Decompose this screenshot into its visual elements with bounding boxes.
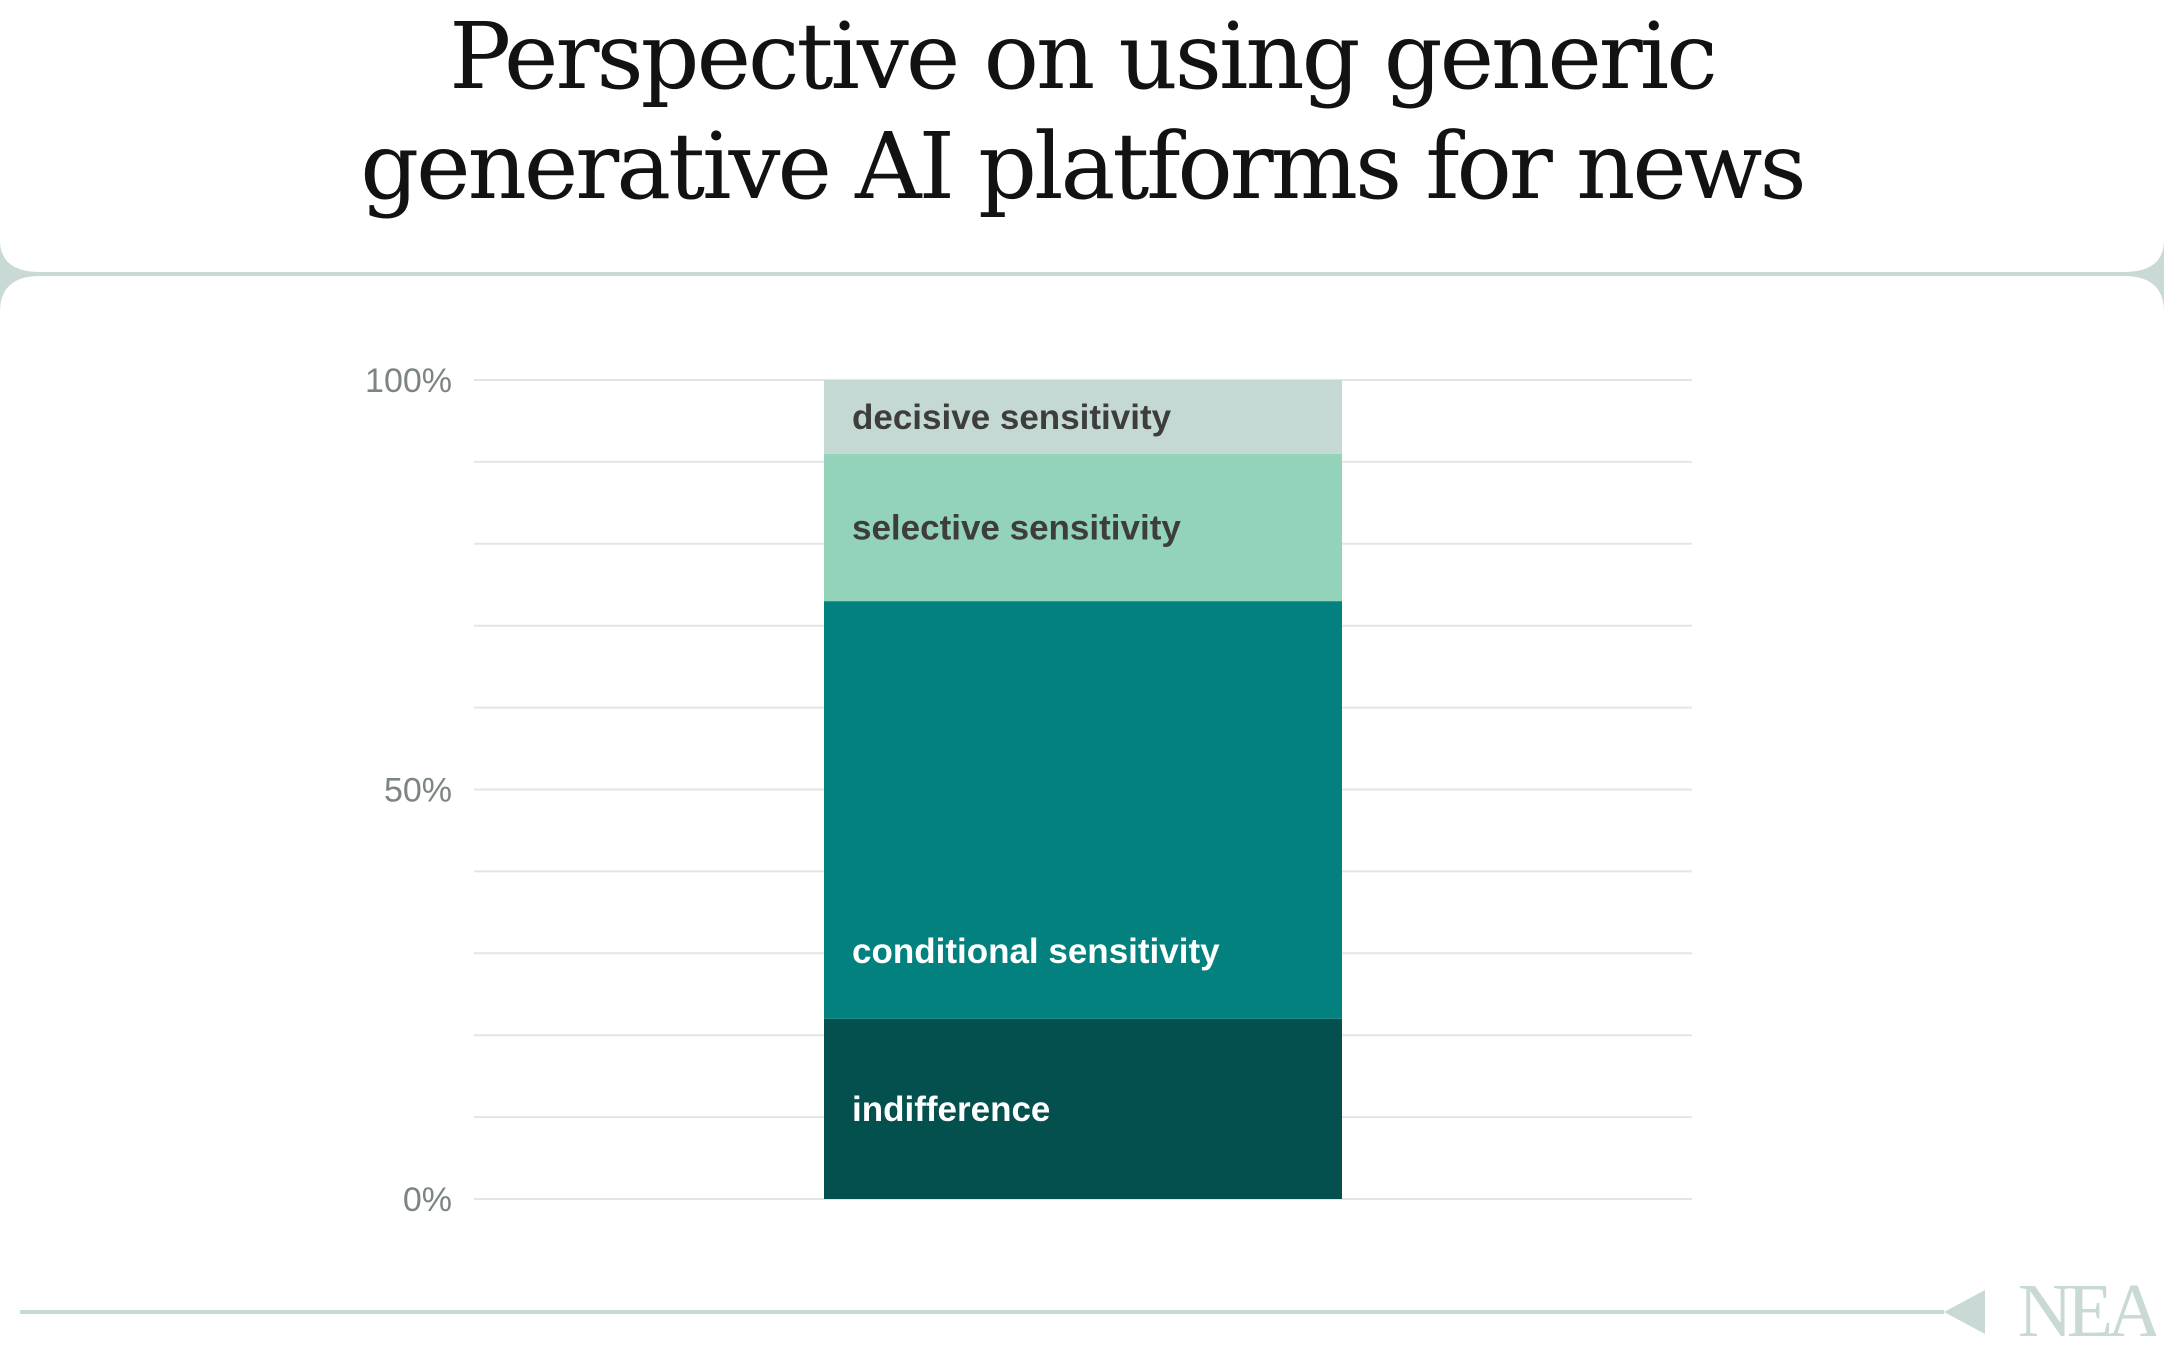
bar-segment-indifference [824, 1018, 1342, 1199]
bar-segments [824, 380, 1342, 1199]
y-tick-label: 100% [365, 362, 452, 400]
chart-title-line-2: generative AI platforms for news [360, 113, 1807, 220]
y-tick-label: 50% [384, 772, 452, 810]
segment-labels: indifference conditional sensitivity selec… [852, 398, 1220, 1129]
segment-label-indifference: indifference [852, 1090, 1050, 1129]
segment-label-conditional-sensitivity: conditional sensitivity [852, 932, 1220, 971]
y-tick-label: 0% [403, 1181, 452, 1219]
segment-label-selective-sensitivity: selective sensitivity [852, 508, 1181, 547]
chart-title-line-1: Perspective on using generic [449, 3, 1717, 110]
chart-title: Perspective on using generic generative … [0, 0, 2164, 270]
segment-label-decisive-sensitivity: decisive sensitivity [852, 398, 1172, 437]
bar-segment-conditional-sensitivity [824, 601, 1342, 1019]
bar-segment-selective-sensitivity [824, 453, 1342, 602]
nea-logo: NEA [2017, 1276, 2156, 1346]
y-axis-tick-labels: 0% 50% 100% [365, 362, 452, 1219]
bar-segment-decisive-sensitivity [824, 380, 1342, 454]
